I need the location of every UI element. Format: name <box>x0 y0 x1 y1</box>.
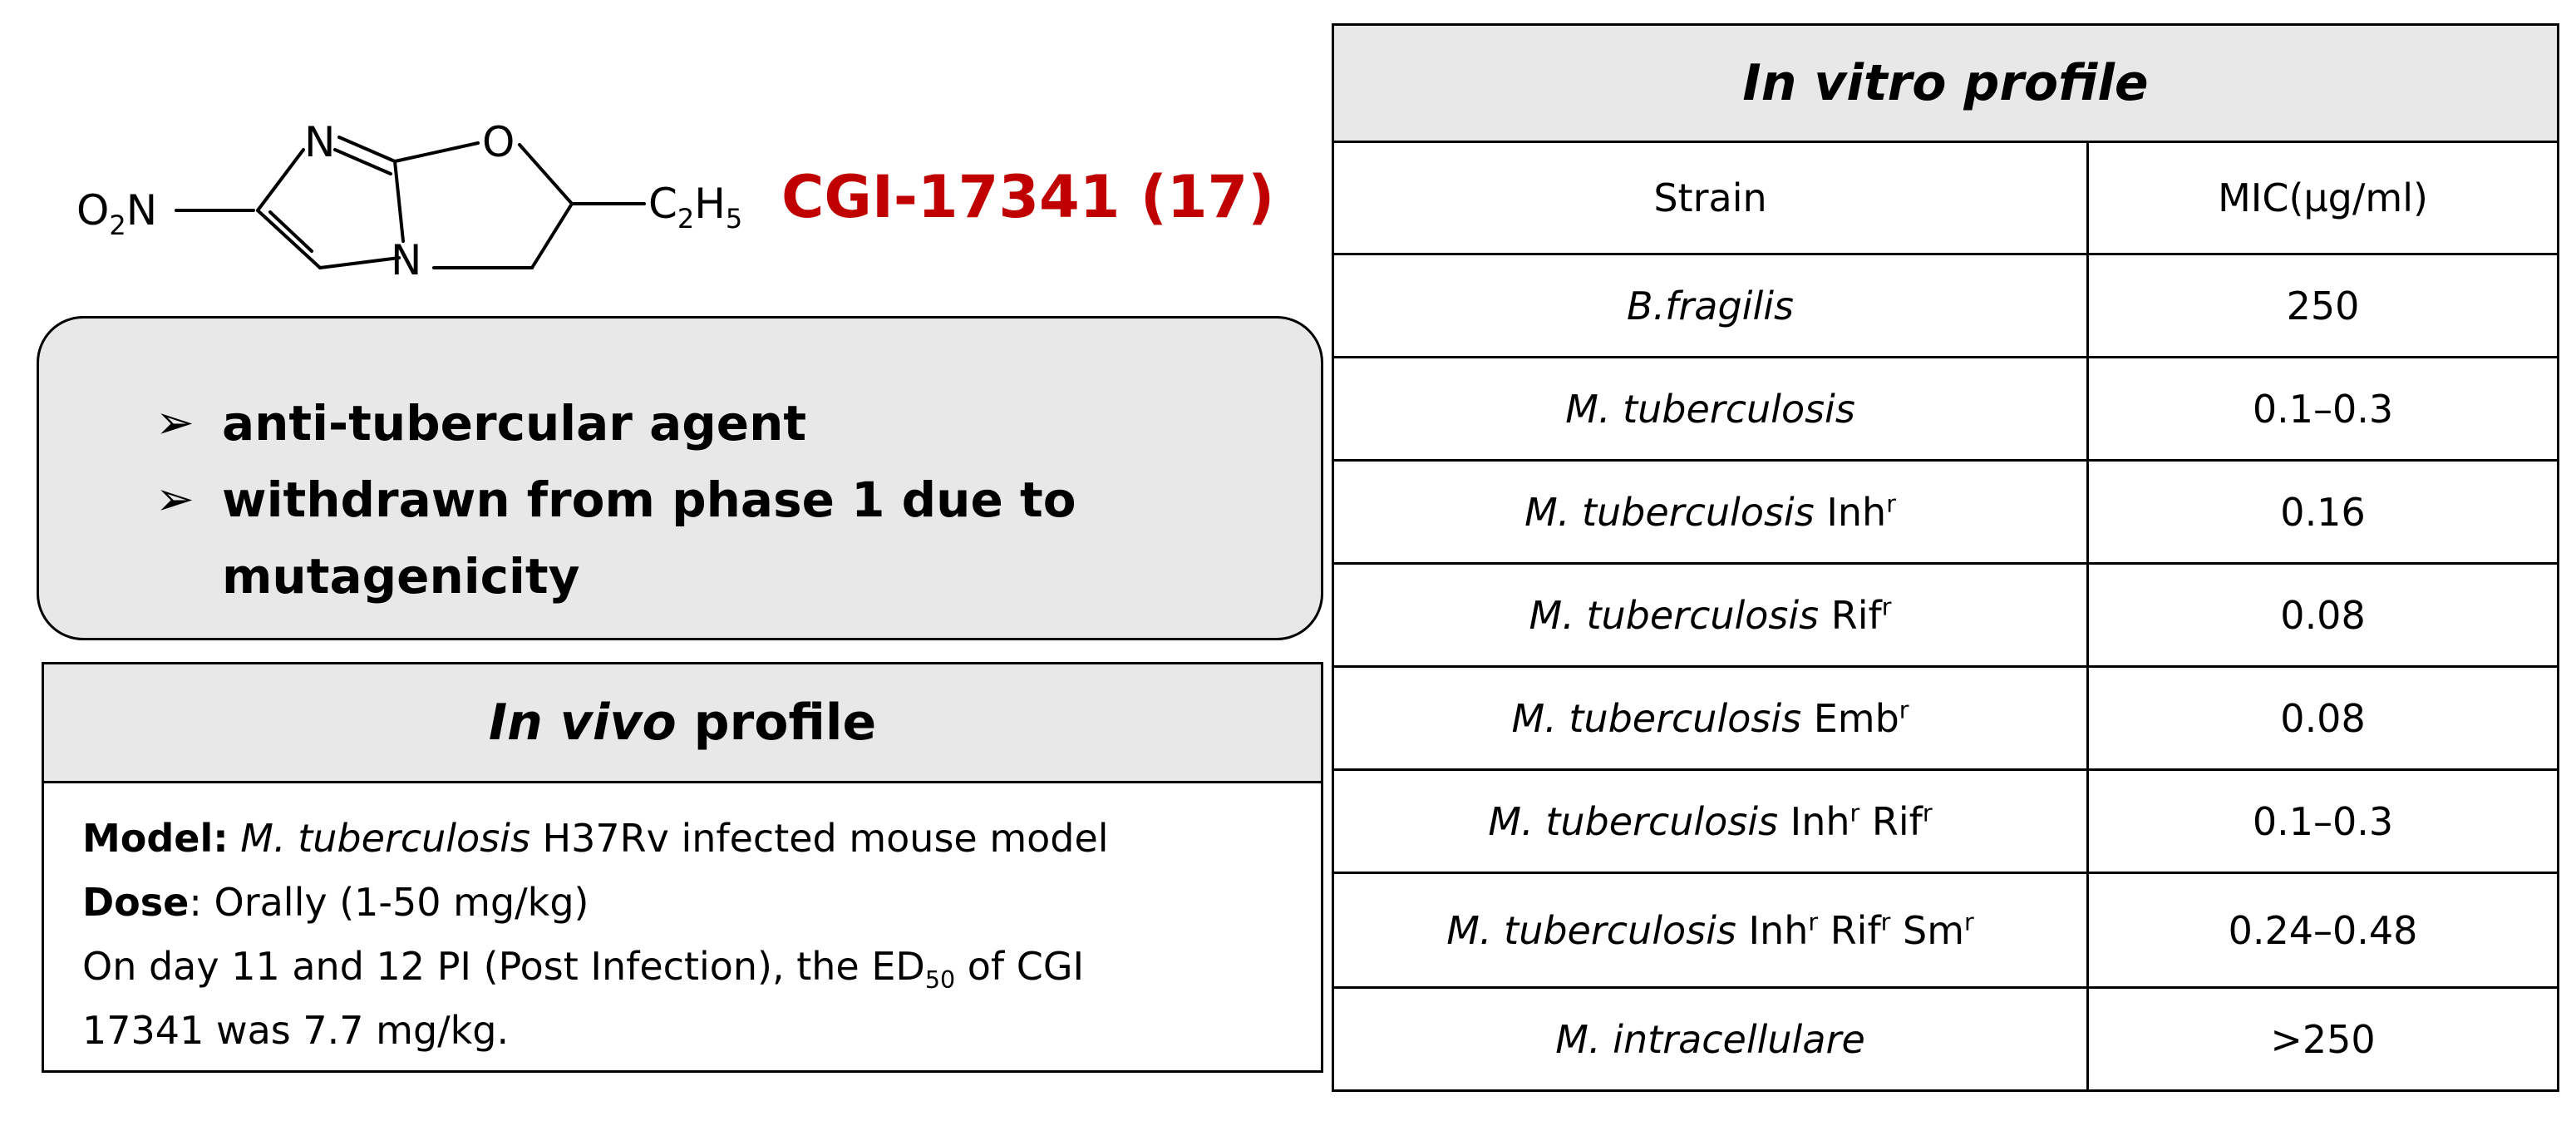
ring-o: O <box>482 118 515 166</box>
mic-cell: 0.08 <box>2086 562 2560 668</box>
ed-subscript: 50 <box>924 966 956 995</box>
organism-name: M. tuberculosis <box>1529 592 1820 638</box>
bond-ch-c-double <box>268 210 313 253</box>
in-vivo-panel: In vivo profile Model: M. tuberculosis H… <box>42 662 1323 1073</box>
ring-n-imine: N <box>304 118 335 166</box>
resistance-marker: Inh <box>1826 489 1887 535</box>
ring-n-bridge: N <box>391 236 421 284</box>
mic-cell: 0.1–0.3 <box>2086 768 2560 874</box>
organism-name: M. tuberculosis <box>1565 386 1855 432</box>
table-row: M. intracellulare >250 <box>1332 986 2560 1092</box>
bond-n-c-double-2 <box>333 148 392 175</box>
in-vivo-dose: Dose: Orally (1-50 mg/kg) <box>82 871 1283 935</box>
organism-name: M. intracellulare <box>1555 1016 1865 1062</box>
summary-item-text-line2: mutagenicity <box>222 548 580 605</box>
resistance-marker: Sm <box>1903 907 1965 953</box>
model-label: Model: <box>82 816 229 861</box>
model-description: H37Rv infected mouse model <box>529 816 1109 861</box>
resistance-superscript: r <box>1808 908 1819 936</box>
bond-ch-ch2 <box>530 202 574 269</box>
bond-n-c-double <box>337 136 396 163</box>
resistance-superscript: r <box>1881 593 1892 621</box>
organism-name: M. tuberculosis <box>1511 695 1802 741</box>
summary-item-text: withdrawn from phase 1 due to <box>222 472 1076 528</box>
organism-name: M. tuberculosis <box>1446 907 1736 953</box>
resistance-marker: Inh <box>1748 907 1809 953</box>
bond-c-n-bridge <box>393 160 405 243</box>
strain-cell: M. tuberculosis Inhr <box>1332 459 2089 565</box>
resistance-superscript: r <box>1849 799 1860 827</box>
bond-n-ch <box>318 256 401 269</box>
resistance-marker: Rif <box>1871 798 1923 844</box>
organism-name: M. tuberculosis <box>1488 798 1779 844</box>
mic-cell: 0.08 <box>2086 665 2560 771</box>
summary-item: ➢ anti-tubercular agent <box>155 385 1286 462</box>
result-text-cont: of CGI <box>955 944 1085 989</box>
strain-cell: M. tuberculosis <box>1332 356 2089 462</box>
resistance-marker: Rif <box>1830 907 1881 953</box>
compound-label: CGI-17341 (17) <box>781 163 1275 231</box>
chemical-structure-drawing: O2N N O N C2H5 <box>76 118 742 284</box>
nitro-group: O2N <box>76 186 157 241</box>
bond-ch-c <box>256 209 322 269</box>
strain-cell: M. tuberculosis Embr <box>1332 665 2089 771</box>
strain-cell: M. tuberculosis Rifr <box>1332 562 2089 668</box>
bond-o-ch <box>518 143 574 205</box>
strain-cell: M. tuberculosis Inhr Rifr <box>1332 768 2089 874</box>
in-vitro-table: In vitro profile Strain MIC(µg/ml) B.fra… <box>1331 23 2560 1092</box>
in-vivo-title-italic: In vivo <box>488 694 677 752</box>
summary-item: ➢ withdrawn from phase 1 due to mutageni… <box>155 462 1286 615</box>
resistance-superscript: r <box>1964 908 1974 936</box>
in-vitro-title-row: In vitro profile <box>1331 23 2560 143</box>
chemical-structure: O2N N O N C2H5 <box>33 75 765 291</box>
ethyl-group: C2H5 <box>648 180 742 235</box>
strain-cell: M. tuberculosis Inhr Rifr Smr <box>1332 872 2089 989</box>
mic-cell: 0.1–0.3 <box>2086 356 2560 462</box>
strain-cell: B.fragilis <box>1332 253 2089 358</box>
strain-cell: M. intracellulare <box>1332 986 2089 1092</box>
header-strain: Strain <box>1332 141 2089 255</box>
result-text: On day 11 and 12 PI (Post Infection), th… <box>82 944 925 989</box>
in-vivo-body: Model: M. tuberculosis H37Rv infected mo… <box>44 783 1321 1063</box>
in-vitro-title: In vitro profile <box>1331 23 2560 143</box>
arrow-bullet-icon: ➢ <box>155 396 195 450</box>
table-row: B.fragilis 250 <box>1332 253 2560 358</box>
header-mic: MIC(µg/ml) <box>2086 141 2560 255</box>
summary-box: ➢ anti-tubercular agent ➢ withdrawn from… <box>37 316 1323 640</box>
summary-item-text: anti-tubercular agent <box>222 395 807 452</box>
resistance-superscript: r <box>1899 696 1909 724</box>
resistance-marker: Rif <box>1830 592 1882 638</box>
mic-cell: 0.16 <box>2086 459 2560 565</box>
resistance-superscript: r <box>1922 799 1933 827</box>
mic-cell: 0.24–0.48 <box>2086 872 2560 989</box>
arrow-bullet-icon: ➢ <box>155 472 195 526</box>
mic-cell: >250 <box>2086 986 2560 1092</box>
mic-cell: 250 <box>2086 253 2560 358</box>
resistance-superscript: r <box>1880 908 1891 936</box>
in-vivo-model: Model: M. tuberculosis H37Rv infected mo… <box>82 807 1283 871</box>
bond-c-n <box>256 148 305 212</box>
summary-list: ➢ anti-tubercular agent ➢ withdrawn from… <box>155 385 1286 615</box>
table-header-row: Strain MIC(µg/ml) <box>1332 141 2560 255</box>
in-vivo-title: In vivo profile <box>44 664 1321 783</box>
bond-c-o <box>393 141 480 163</box>
dose-value: : Orally (1-50 mg/kg) <box>189 880 589 925</box>
organism-name: M. tuberculosis <box>1524 489 1815 535</box>
in-vivo-result-line2: 17341 was 7.7 mg/kg. <box>82 1008 510 1053</box>
in-vivo-title-rest: profile <box>676 694 877 752</box>
resistance-marker: Emb <box>1813 695 1899 741</box>
table-row: M. tuberculosis 0.1–0.3 <box>1332 356 2560 462</box>
model-organism: M. tuberculosis <box>228 816 530 861</box>
organism-name: B.fragilis <box>1627 283 1794 328</box>
in-vivo-result: On day 11 and 12 PI (Post Infection), th… <box>82 935 1283 999</box>
resistance-marker: Inh <box>1790 798 1850 844</box>
resistance-superscript: r <box>1886 490 1896 518</box>
dose-label: Dose <box>82 880 190 925</box>
